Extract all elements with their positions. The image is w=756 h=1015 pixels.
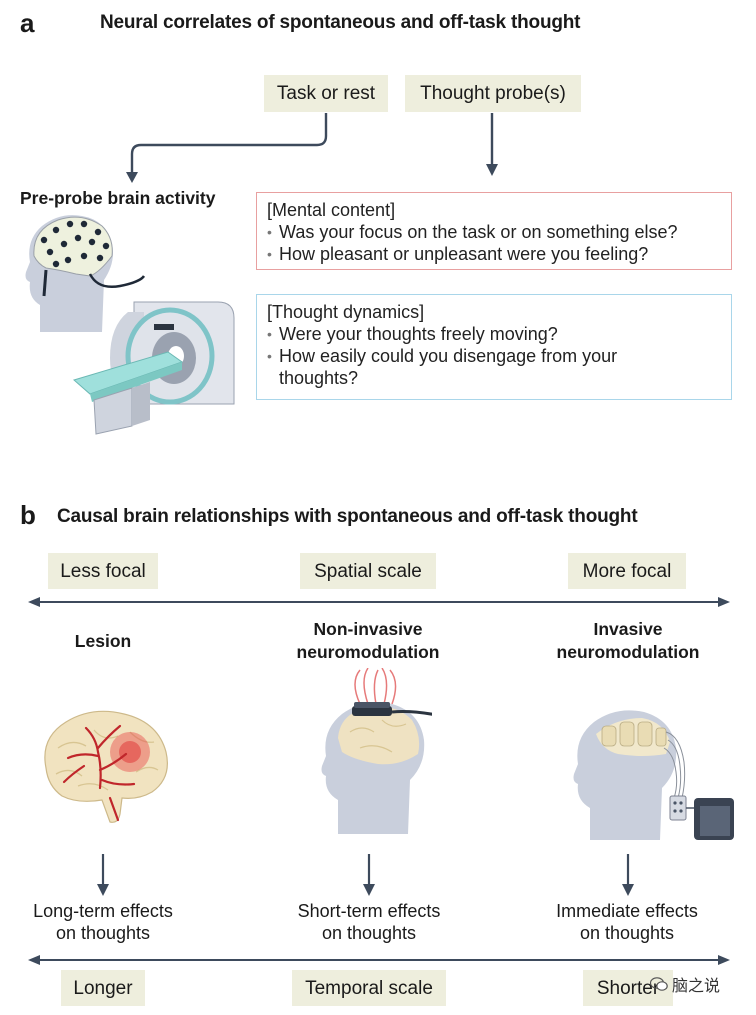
lesion-label: Lesion (74, 631, 132, 651)
invasive-label-line2: neuromodulation (556, 642, 700, 662)
temporal-scale-tag: Temporal scale (292, 970, 446, 1006)
panel-b-title: Causal brain relationships with spontane… (57, 506, 638, 527)
noninvasive-label-line1: Non-invasive (313, 619, 423, 639)
spatial-scale-tag: Spatial scale (300, 553, 436, 589)
longer-tag: Longer (61, 970, 145, 1006)
shorter-tag: Shorter (583, 970, 673, 1006)
short-term-effects-line2: on thoughts (321, 923, 417, 943)
invasive-label-line1: Invasive (593, 619, 663, 639)
eeg-head-illustration (25, 215, 146, 332)
mental-content-list: Was your focus on the task or on somethi… (267, 221, 721, 265)
spatial-scale-arrow (28, 597, 730, 607)
thought-dynamics-list: Were your thoughts freely moving? How ea… (267, 323, 721, 389)
panel-b-letter: b (20, 500, 36, 530)
temporal-scale-arrow (28, 955, 730, 965)
immediate-effects-line1: Immediate effects (556, 901, 698, 921)
mental-content-item: How pleasant or unpleasant were you feel… (267, 243, 721, 265)
thought-dynamics-header: [Thought dynamics] (267, 302, 425, 322)
pre-probe-label: Pre-probe brain activity (20, 188, 216, 208)
thought-dynamics-item: Were your thoughts freely moving? (267, 323, 721, 345)
thought-dynamics-item: How easily could you disengage from your… (267, 345, 679, 389)
mental-content-header: [Mental content] (267, 200, 396, 220)
task-or-rest-tag: Task or rest (264, 75, 388, 112)
less-focal-tag: Less focal (48, 553, 158, 589)
long-term-effects-line1: Long-term effects (33, 901, 173, 921)
wechat-icon (649, 976, 668, 992)
watermark: 脑之说 (649, 972, 721, 996)
immediate-effects-line2: on thoughts (579, 923, 675, 943)
effect-arrows (97, 854, 634, 896)
mental-content-item: Was your focus on the task or on somethi… (267, 221, 721, 243)
panel-a-title: Neural correlates of spontaneous and off… (100, 12, 581, 33)
mental-content-box: [Mental content] Was your focus on the t… (256, 192, 732, 270)
panel-a-letter: a (20, 8, 35, 38)
panel-a-connectors (126, 113, 498, 183)
long-term-effects-line2: on thoughts (55, 923, 151, 943)
noninvasive-head-illustration (321, 668, 432, 834)
noninvasive-label-line2: neuromodulation (296, 642, 440, 662)
more-focal-tag: More focal (568, 553, 686, 589)
thought-probe-tag: Thought probe(s) (405, 75, 581, 112)
mri-scanner-illustration (72, 301, 235, 435)
short-term-effects-line1: Short-term effects (297, 901, 441, 921)
watermark-text: 脑之说 (672, 978, 721, 995)
thought-dynamics-box: [Thought dynamics] Were your thoughts fr… (256, 294, 732, 400)
invasive-head-illustration (573, 710, 734, 840)
lesion-brain-illustration (44, 710, 168, 823)
